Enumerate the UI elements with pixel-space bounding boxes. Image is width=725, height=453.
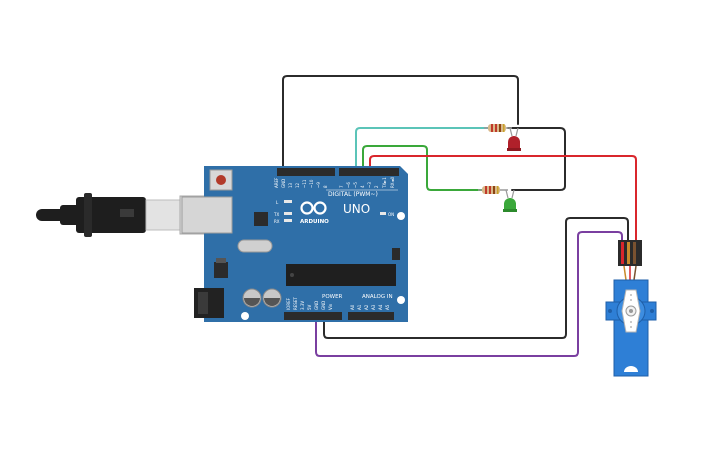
wire-red[interactable] (369, 155, 637, 241)
wire-black-led-ground[interactable] (507, 127, 566, 191)
svg-text:5V: 5V (307, 304, 312, 310)
servo-motor[interactable] (605, 240, 657, 377)
mounting-hole (241, 312, 249, 320)
svg-text:4: 4 (360, 185, 365, 188)
svg-text:GND: GND (281, 179, 286, 188)
svg-text:3.3V: 3.3V (300, 301, 305, 310)
svg-text:12: 12 (295, 182, 300, 188)
analog-label: ANALOG IN (362, 294, 393, 300)
servo-horn (621, 289, 641, 333)
wire-purple[interactable] (315, 231, 623, 357)
svg-text:~5: ~5 (353, 182, 358, 188)
svg-text:A2: A2 (364, 304, 369, 310)
pin-labels: AREF GND 13 12 ~11 ~10 ~9 8 7 ~6 ~5 4 ~3… (274, 176, 395, 189)
crystal (237, 239, 273, 253)
wire-green[interactable] (362, 145, 483, 191)
svg-text:RESET: RESET (293, 297, 298, 310)
wire-black-servo[interactable] (323, 217, 629, 339)
regulator (214, 262, 228, 278)
led-green[interactable] (503, 189, 517, 212)
wire-teal[interactable] (355, 127, 489, 171)
svg-text:A1: A1 (357, 304, 362, 310)
svg-text:TX►1: TX►1 (382, 177, 387, 189)
svg-text:13: 13 (288, 182, 293, 188)
digital-label: DIGITAL (PWM~) (328, 191, 378, 198)
mounting-hole (397, 212, 405, 220)
arduino-logo-text: ARDUINO (300, 219, 329, 225)
usb-port (181, 196, 233, 234)
resistor-green-led[interactable] (478, 186, 508, 194)
svg-text:~6: ~6 (346, 182, 351, 188)
arduino-logo (300, 201, 327, 215)
wires (282, 75, 637, 357)
svg-text:8: 8 (323, 185, 328, 188)
wire-black-top[interactable] (282, 75, 519, 171)
rx-label: RX (274, 219, 280, 224)
svg-text:~10: ~10 (309, 179, 314, 188)
svg-text:A5: A5 (385, 304, 390, 310)
power-label: POWER (322, 294, 343, 300)
on-label: ON (388, 212, 394, 217)
analog-header (348, 312, 394, 320)
svg-text:GND: GND (321, 301, 326, 310)
svg-text:GND: GND (314, 301, 319, 310)
svg-text:~3: ~3 (367, 182, 372, 188)
svg-text:RX◄0: RX◄0 (390, 176, 395, 188)
svg-text:7: 7 (339, 185, 344, 188)
mounting-hole (397, 296, 405, 304)
uno-label: UNO (343, 202, 370, 216)
svg-text:A0: A0 (350, 304, 355, 310)
resistor-red-led[interactable] (484, 124, 512, 132)
svg-text:2: 2 (374, 185, 379, 188)
svg-text:IOREF: IOREF (286, 297, 291, 310)
digital-header-left (277, 168, 335, 176)
power-header (284, 312, 342, 320)
svg-text:AREF: AREF (274, 177, 279, 188)
led-red[interactable] (507, 127, 521, 151)
atmega-chip (286, 264, 396, 286)
digital-header-right (339, 168, 399, 176)
arduino-uno-board[interactable]: AREF GND 13 12 ~11 ~10 ~9 8 7 ~6 ~5 4 ~3… (181, 166, 408, 322)
power-pin-labels: IOREF RESET 3.3V 5V GND GND Vin A0 A1 A2… (286, 297, 390, 310)
svg-text:~9: ~9 (316, 182, 321, 188)
svg-text:A3: A3 (371, 304, 376, 310)
svg-text:A4: A4 (378, 304, 383, 310)
svg-text:Vin: Vin (328, 303, 333, 310)
usb-chip (254, 212, 268, 226)
svg-text:~11: ~11 (302, 179, 307, 188)
tx-label: TX (273, 212, 279, 217)
l-label: L (276, 200, 279, 205)
